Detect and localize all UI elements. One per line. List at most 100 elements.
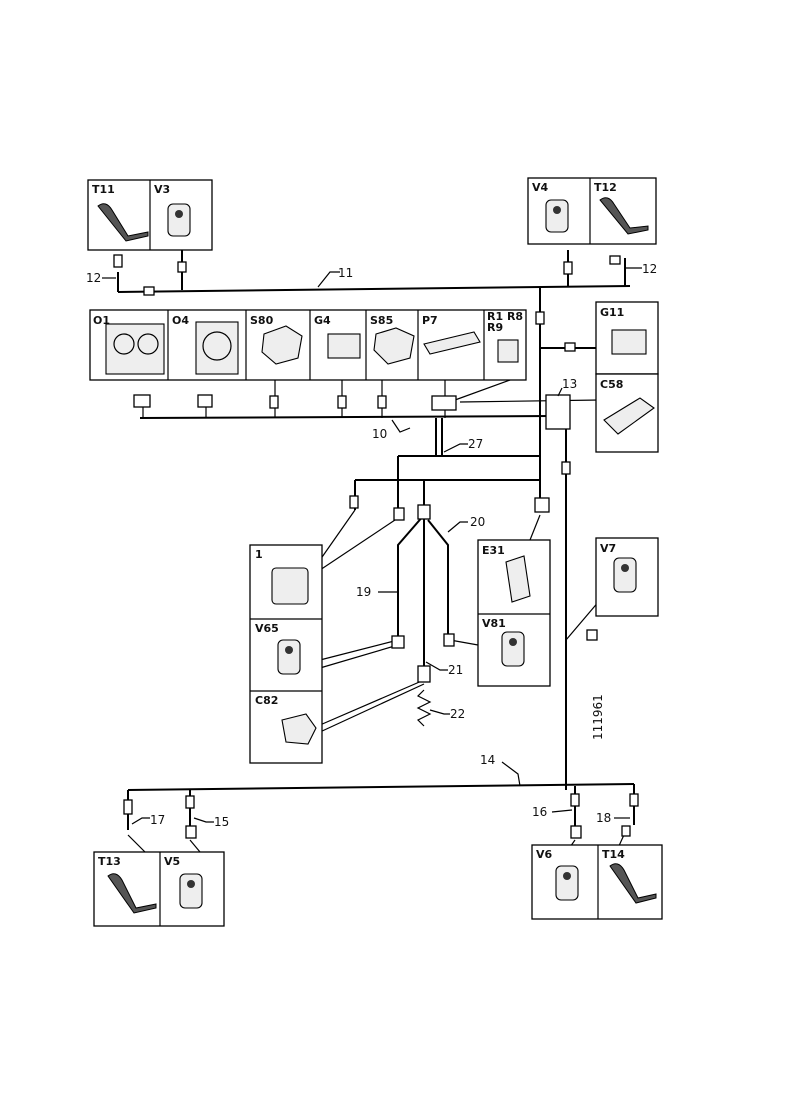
harness-number-27: 27 <box>468 437 483 451</box>
figure-id: 111961 <box>591 694 605 740</box>
fuse-block-icon <box>611 329 647 355</box>
valve-icon <box>179 873 203 909</box>
harness-callouts: 11 12 12 10 27 13 20 19 21 22 14 17 15 1… <box>86 262 657 829</box>
switch-icon <box>261 325 303 365</box>
connector <box>377 395 387 409</box>
label-g11: G11 <box>600 306 624 319</box>
valve-icon <box>501 631 525 667</box>
label-r9: R9 <box>487 321 503 334</box>
label-v4: V4 <box>532 181 549 194</box>
wheel-speed-sensor-icon <box>609 863 657 904</box>
label-s80: S80 <box>250 314 274 327</box>
component-row-10: O1 O4 S80 G4 S85 P7 R1 R8 R9 <box>89 309 527 381</box>
harness-number-21: 21 <box>448 663 463 677</box>
switch-icon <box>373 327 415 365</box>
connector <box>564 342 576 352</box>
harness-number-20: 20 <box>470 515 485 529</box>
connector <box>443 633 455 647</box>
harness-number-11: 11 <box>338 266 353 280</box>
component-group-g11-c58: G11 C58 <box>595 301 659 453</box>
label-c82: C82 <box>255 694 278 707</box>
component-group-v7: V7 <box>595 537 659 617</box>
relay-icon <box>497 339 519 363</box>
harness-number-22: 22 <box>450 707 465 721</box>
connector <box>570 793 580 807</box>
gauge-icon <box>195 321 239 375</box>
valve-icon <box>613 557 637 593</box>
label-t11: T11 <box>92 183 115 196</box>
harness-number-17: 17 <box>150 813 165 827</box>
component-group-v6-t14: V6 T14 <box>531 844 663 920</box>
label-t12: T12 <box>594 181 617 194</box>
label-o4: O4 <box>172 314 189 327</box>
control-unit-icon <box>603 397 655 435</box>
component-group-v4-t12: V4 T12 <box>527 177 657 245</box>
label-v5: V5 <box>164 855 180 868</box>
label-v65: V65 <box>255 622 279 635</box>
label-t14: T14 <box>602 848 625 861</box>
connector <box>185 825 197 839</box>
label-v7: V7 <box>600 542 616 555</box>
wheel-speed-sensor-icon <box>599 197 649 235</box>
valve-icon <box>167 203 191 237</box>
valve-icon <box>277 639 301 675</box>
connector <box>133 394 151 408</box>
harness-number-16: 16 <box>532 805 547 819</box>
valve-icon <box>545 199 569 233</box>
label-c58: C58 <box>600 378 623 391</box>
component-group-1-v65-c82: 1 V65 C82 <box>249 544 323 764</box>
connector <box>269 395 279 409</box>
connector <box>621 825 631 837</box>
connector <box>197 394 213 408</box>
valve-icon <box>555 865 579 901</box>
connector <box>561 461 571 475</box>
control-module-icon <box>505 555 531 603</box>
pump-icon <box>281 713 317 745</box>
label-r1r8: R1 R8 <box>487 310 523 323</box>
connector <box>534 497 550 513</box>
connector <box>417 504 431 520</box>
component-group-e31-v81: E31 V81 <box>477 539 551 687</box>
connector <box>431 395 457 411</box>
label-1: 1 <box>255 548 263 561</box>
connector <box>609 255 621 265</box>
label-v6: V6 <box>536 848 553 861</box>
connector <box>349 495 359 509</box>
wheel-speed-sensor-icon <box>97 203 149 242</box>
label-s85: S85 <box>370 314 393 327</box>
harness-number-10: 10 <box>372 427 387 441</box>
connector <box>391 635 405 649</box>
harness-number-12-left: 12 <box>86 271 101 285</box>
connector <box>113 254 123 268</box>
label-e31: E31 <box>482 544 505 557</box>
harness-number-18: 18 <box>596 811 611 825</box>
label-p7: P7 <box>422 314 438 327</box>
harness-number-14: 14 <box>480 753 495 767</box>
connector <box>185 795 195 809</box>
junction-box-13 <box>545 394 571 430</box>
component-group-t13-v5: T13 V5 <box>93 851 225 927</box>
label-g4: G4 <box>314 314 331 327</box>
label-v81: V81 <box>482 617 506 630</box>
harness-number-13: 13 <box>562 377 577 391</box>
connector <box>123 799 133 815</box>
connectors <box>113 254 639 839</box>
connector <box>143 286 155 296</box>
connector <box>570 825 582 839</box>
connector <box>563 261 573 275</box>
wheel-speed-sensor-icon <box>107 873 157 914</box>
connector <box>393 507 405 521</box>
connector-strip-icon <box>423 331 481 355</box>
connector <box>177 261 187 273</box>
connector <box>586 629 598 641</box>
module-icon <box>271 567 309 605</box>
label-t13: T13 <box>98 855 121 868</box>
connector <box>535 311 545 325</box>
connector <box>337 395 347 409</box>
connector <box>629 793 639 807</box>
component-group-t11-v3: T11 V3 <box>87 179 213 251</box>
harness-number-19: 19 <box>356 585 371 599</box>
label-v3: V3 <box>154 183 170 196</box>
connector <box>417 665 431 683</box>
